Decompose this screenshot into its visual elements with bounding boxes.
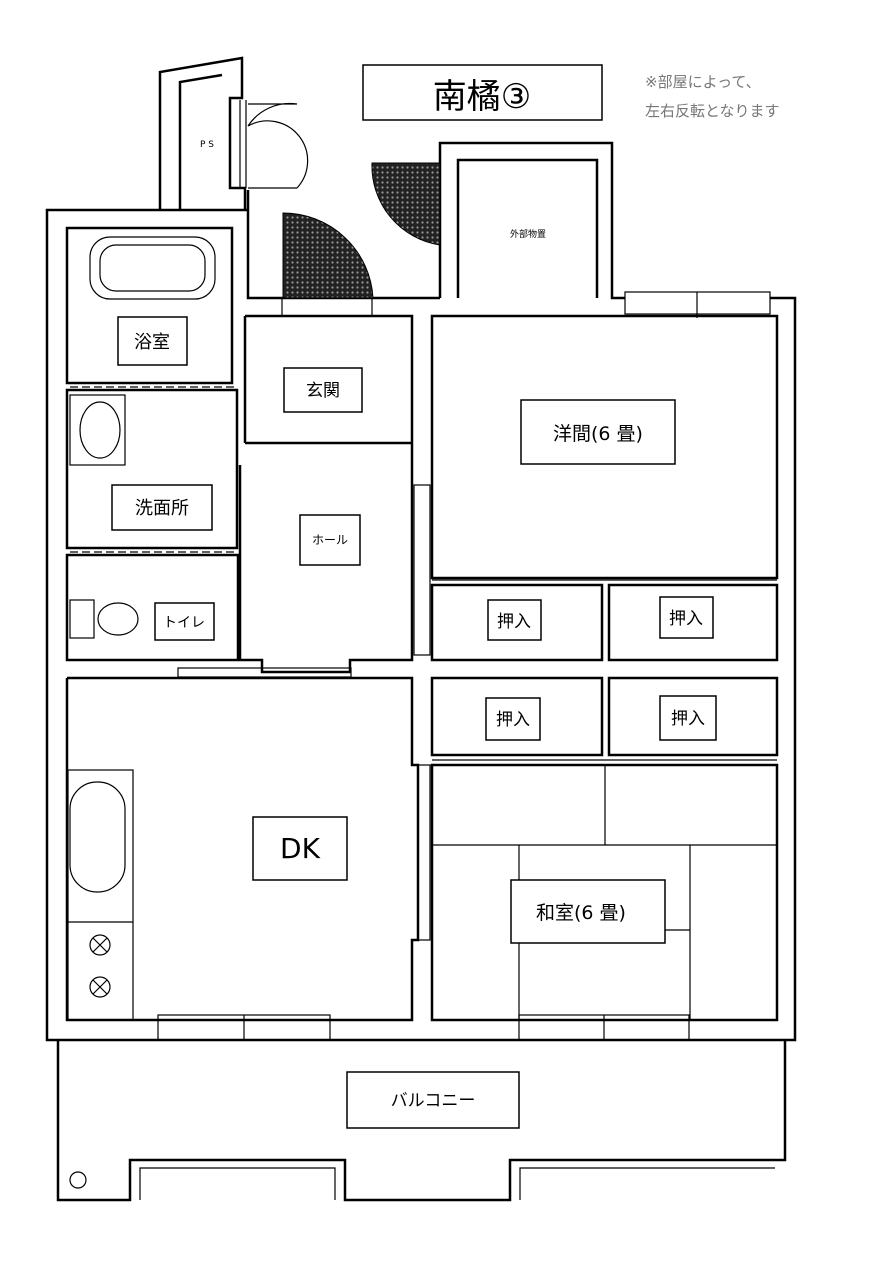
western-room [430,314,779,580]
label-dk: DK [280,832,321,865]
label-closet-2: 押入 [669,609,703,629]
label-hall: ホール [312,533,348,547]
label-japanese-room: 和室(6 畳) [536,902,626,924]
bathtub-icon [89,236,216,300]
plan-title: 南橘③ [433,77,531,117]
entry-porch [246,141,625,317]
pipe-space [158,56,309,210]
label-entrance: 玄関 [306,381,340,401]
label-closet-3: 押入 [496,710,530,730]
washroom [65,388,239,550]
label-storage: 外部物置 [510,228,546,240]
label-closet-1: 押入 [497,612,531,632]
note-line-1: ※部屋によって、 [645,73,761,91]
sink-icon [69,394,126,466]
label-balcony: バルコニー [391,1091,476,1111]
label-ps: P S [200,140,214,150]
stove-icon [89,934,111,998]
label-closet-4: 押入 [671,709,705,729]
label-bath: 浴室 [134,332,170,353]
drain-icon [69,1171,87,1189]
kitchen-counter [67,769,134,1021]
label-washroom: 洗面所 [135,498,189,519]
label-western-room: 洋間(6 畳) [553,423,643,445]
bath-room [65,226,234,385]
toilet-room [65,553,240,662]
toilet-icon [69,599,95,639]
note-line-2: 左右反転となります [645,102,780,120]
label-toilet: トイレ [163,615,205,631]
balcony-area [56,1040,787,1202]
kitchen-sink-icon [69,781,126,893]
